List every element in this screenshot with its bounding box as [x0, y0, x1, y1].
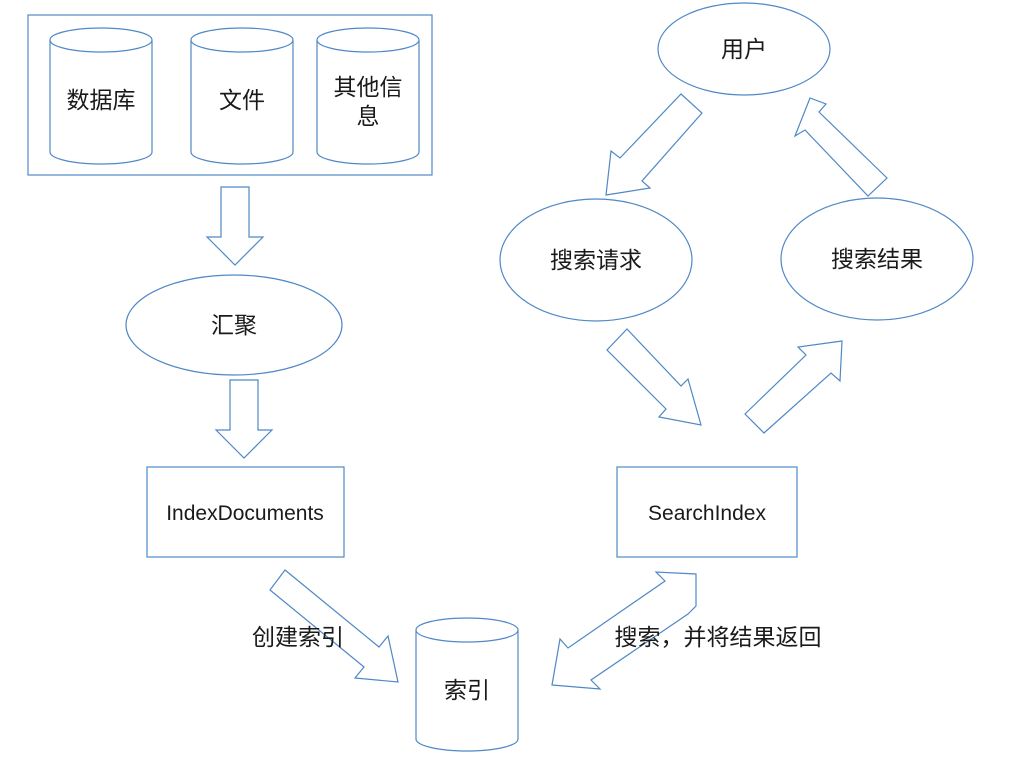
- create-index-label: 创建索引: [252, 625, 344, 651]
- database-cylinder: 数据库: [49, 27, 153, 165]
- other-info-label-line1: 其他信: [334, 75, 403, 101]
- search-result-label: 搜索结果: [831, 247, 923, 273]
- data-sources-group: 数据库 文件 其他信 息: [27, 14, 433, 176]
- index-store-cylinder: 索引: [415, 617, 519, 752]
- user-label: 用户: [721, 37, 767, 63]
- index-documents-label: IndexDocuments: [166, 502, 324, 525]
- arrow-user-to-search-request: [605, 93, 703, 196]
- other-info-label-line2: 息: [357, 104, 380, 130]
- double-arrow-search-and-return: [551, 571, 697, 690]
- aggregate-node: 汇聚: [125, 274, 343, 376]
- other-info-cylinder: 其他信 息: [316, 27, 420, 165]
- file-cylinder: 文件: [190, 27, 294, 165]
- down-arrow-sources-to-aggregate: [205, 186, 265, 266]
- arrow-search-result-to-user: [793, 97, 888, 197]
- search-request-node: 搜索请求: [499, 198, 693, 322]
- search-result-node: 搜索结果: [780, 197, 974, 321]
- diagonal-arrow-create-index: [269, 569, 399, 683]
- aggregate-label: 汇聚: [211, 313, 257, 339]
- index-documents-node: IndexDocuments: [146, 466, 345, 558]
- search-request-label: 搜索请求: [550, 248, 642, 274]
- database-label: 数据库: [67, 88, 136, 114]
- user-node: 用户: [657, 2, 831, 96]
- arrow-searchindex-to-search-result: [744, 340, 843, 434]
- index-store-label: 索引: [444, 678, 490, 704]
- file-label: 文件: [219, 88, 265, 114]
- arrow-search-request-to-searchindex: [606, 328, 702, 426]
- down-arrow-aggregate-to-indexdocuments: [214, 379, 274, 459]
- search-and-return-label: 搜索，并将结果返回: [615, 625, 822, 651]
- search-index-label: SearchIndex: [648, 502, 766, 525]
- search-index-node: SearchIndex: [616, 466, 798, 558]
